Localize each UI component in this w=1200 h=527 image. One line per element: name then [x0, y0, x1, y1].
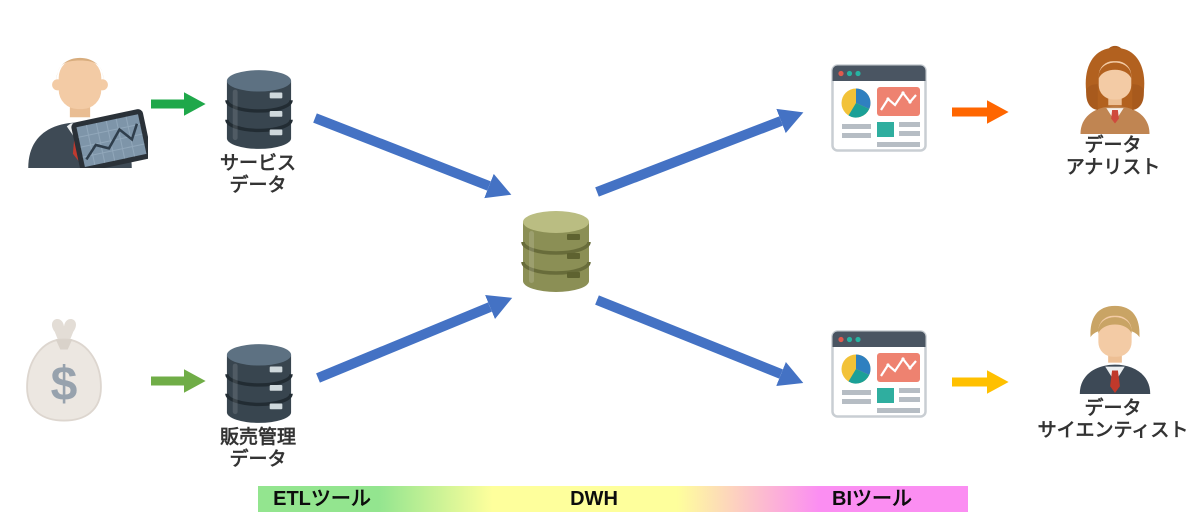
sales-data-label: 販売管理 データ	[188, 427, 328, 471]
dashboard-content-rows	[842, 388, 920, 413]
browser-dot-red	[838, 70, 844, 77]
dwh-database	[521, 211, 591, 292]
pipeline-stage-bar: ETLツール DWH BIツール	[258, 486, 968, 512]
scientist-figure	[1079, 305, 1151, 394]
arrow-dwh-to-bi-top	[595, 108, 804, 197]
tablet-chart-icon	[71, 109, 148, 168]
money-bag-icon: $	[26, 319, 102, 422]
trend-chart-icon	[877, 87, 920, 116]
database-icon	[521, 211, 591, 292]
dashboard-browser-icon	[831, 64, 927, 152]
database-icon	[225, 344, 293, 423]
service-data-label-line2: データ	[229, 175, 287, 196]
service-database	[225, 70, 293, 149]
pie-chart-icon	[841, 354, 871, 384]
dashboard-content-rows	[842, 122, 920, 147]
data-scientist-label-line1: データ	[1084, 398, 1142, 419]
data-analyst-label-line2: アナリスト	[1065, 157, 1161, 178]
pie-chart-icon	[841, 88, 871, 118]
browser-dot-red	[838, 336, 844, 343]
arrow-sales-to-dwh	[316, 294, 513, 383]
sales-data-label-line1: 販売管理	[219, 427, 296, 448]
trend-chart-icon	[877, 353, 920, 382]
arrow-dwh-to-bi-bottom	[595, 295, 804, 387]
data-scientist-label: データ サイエンティスト	[1023, 398, 1200, 442]
data-analyst-label: データ アナリスト	[1038, 135, 1188, 179]
etl-stage-label: ETLツール	[273, 488, 371, 510]
man-avatar-icon	[1079, 305, 1151, 394]
analyst-figure	[1080, 45, 1150, 134]
service-data-label: サービス データ	[188, 153, 328, 197]
service-data-label-line1: サービス	[219, 153, 296, 174]
arrow-service-to-dwh	[313, 113, 512, 199]
dwh-stage-label: DWH	[570, 488, 618, 510]
data-analyst-label-line1: データ	[1084, 135, 1142, 156]
sales-data-label-line2: データ	[229, 449, 287, 470]
database-icon	[225, 70, 293, 149]
woman-avatar-icon	[1080, 45, 1150, 134]
dollar-symbol: $	[51, 358, 78, 411]
browser-dot-teal	[846, 336, 853, 343]
browser-dot-teal	[846, 70, 853, 77]
browser-dot-teal2	[855, 70, 861, 77]
businessman-tablet-icon	[28, 57, 148, 168]
browser-dot-teal2	[855, 336, 861, 343]
sales-database	[225, 344, 293, 423]
dashboard-browser-icon	[831, 330, 927, 418]
bi-stage-label: BIツール	[832, 488, 912, 510]
data-scientist-label-line2: サイエンティスト	[1037, 420, 1189, 441]
money-bag-figure: $	[26, 319, 102, 422]
